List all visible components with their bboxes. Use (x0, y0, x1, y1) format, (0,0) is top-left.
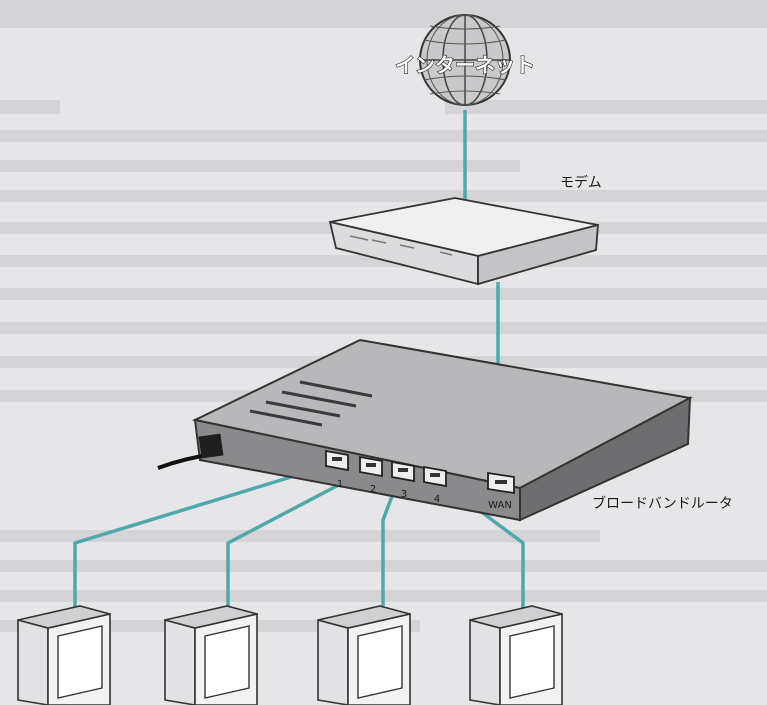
port-number-3: 3 (401, 489, 407, 500)
desktop-computers (17, 605, 563, 705)
router-vents (249, 380, 373, 427)
modem (328, 197, 599, 286)
wan-port-label: WAN (488, 500, 512, 511)
router-label: ブロードバンドルータ (592, 496, 733, 512)
port-number-1: 1 (337, 479, 343, 490)
internet-label: インターネット (395, 53, 535, 77)
desktop-computer-icon (469, 605, 563, 705)
globe-icon (419, 14, 511, 106)
port-number-4: 4 (434, 494, 440, 505)
desktop-computer-icon (317, 605, 411, 705)
modem-label: モデム (560, 175, 602, 191)
desktop-computer-icon (164, 605, 258, 705)
desktop-computer-icon (17, 605, 111, 705)
port-number-2: 2 (370, 484, 376, 495)
background-text-shadows (0, 0, 767, 632)
broadband-router: 1 2 3 4 WAN (157, 338, 694, 522)
